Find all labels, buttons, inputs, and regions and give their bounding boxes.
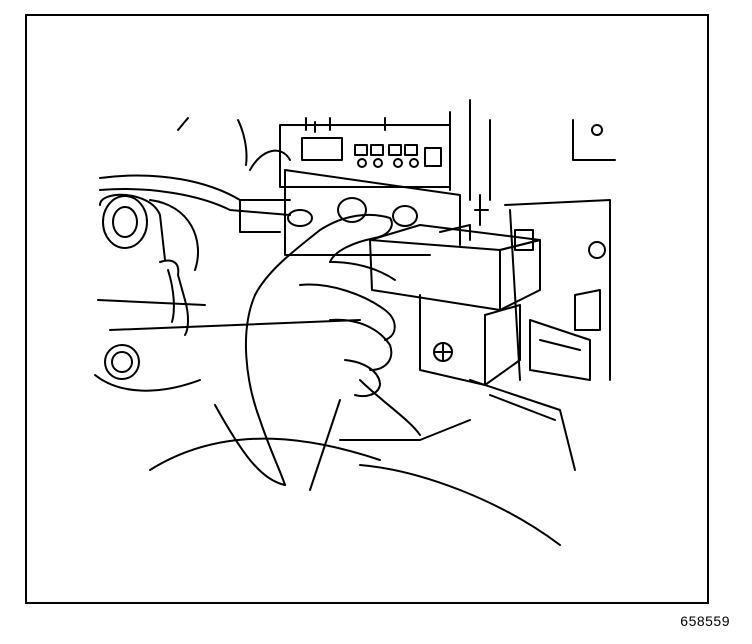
lower-knob bbox=[94, 344, 201, 392]
radio-faceplate bbox=[279, 99, 491, 201]
radio-module bbox=[369, 224, 541, 386]
hand bbox=[214, 213, 396, 491]
console-lower bbox=[149, 379, 576, 546]
side-bracket bbox=[504, 119, 616, 381]
hose bbox=[97, 259, 361, 336]
dash-upper-panel bbox=[99, 117, 291, 233]
figure-frame bbox=[25, 14, 709, 604]
vent-ring bbox=[99, 193, 199, 271]
figure-number: 658559 bbox=[680, 613, 730, 629]
